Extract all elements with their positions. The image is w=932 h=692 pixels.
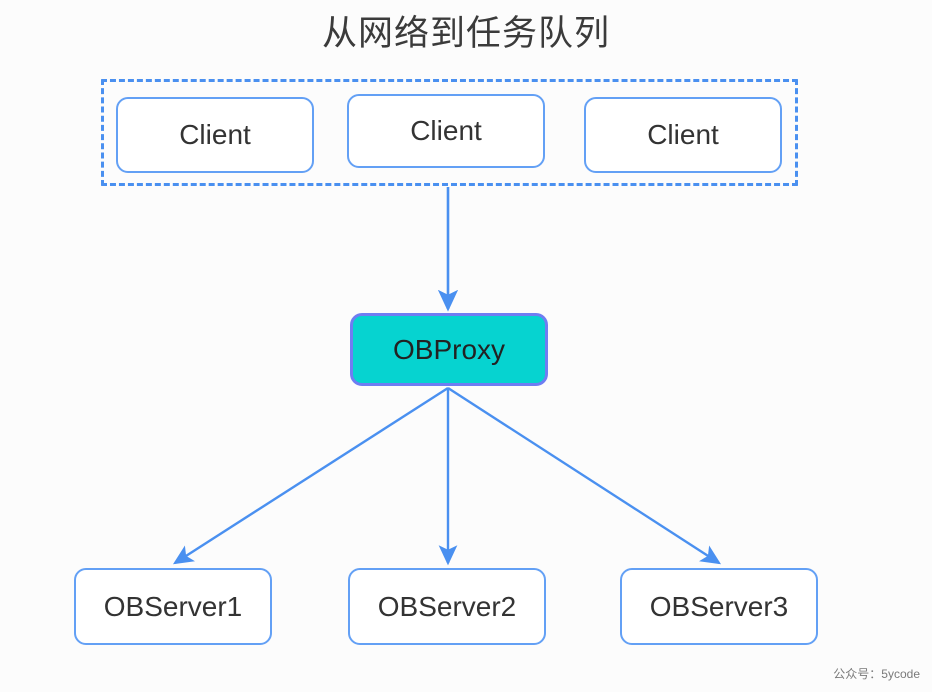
node-client-1[interactable]: Client (116, 97, 314, 173)
node-observer-3[interactable]: OBServer3 (620, 568, 818, 645)
node-label: Client (179, 119, 251, 150)
node-label: OBServer2 (377, 590, 517, 622)
client-group-boundary (101, 79, 798, 186)
page-title: 从网络到任务队列 (321, 14, 610, 53)
node-label: OBServer1 (103, 590, 243, 622)
node-label: Client (647, 119, 719, 150)
watermark: 公众号：5ycode (833, 667, 920, 681)
node-obproxy[interactable]: OBProxy (350, 313, 548, 386)
node-client-2[interactable]: Client (347, 94, 545, 168)
node-observer-1[interactable]: OBServer1 (74, 568, 272, 645)
node-label: OBProxy (392, 333, 506, 365)
node-observer-2[interactable]: OBServer2 (348, 568, 546, 645)
node-label: Client (410, 115, 482, 146)
edge-obproxy-to-observer1 (172, 386, 449, 565)
node-client-3[interactable]: Client (584, 97, 782, 173)
edge-obproxy-to-observer3 (447, 386, 722, 565)
node-label: OBServer3 (649, 590, 789, 622)
